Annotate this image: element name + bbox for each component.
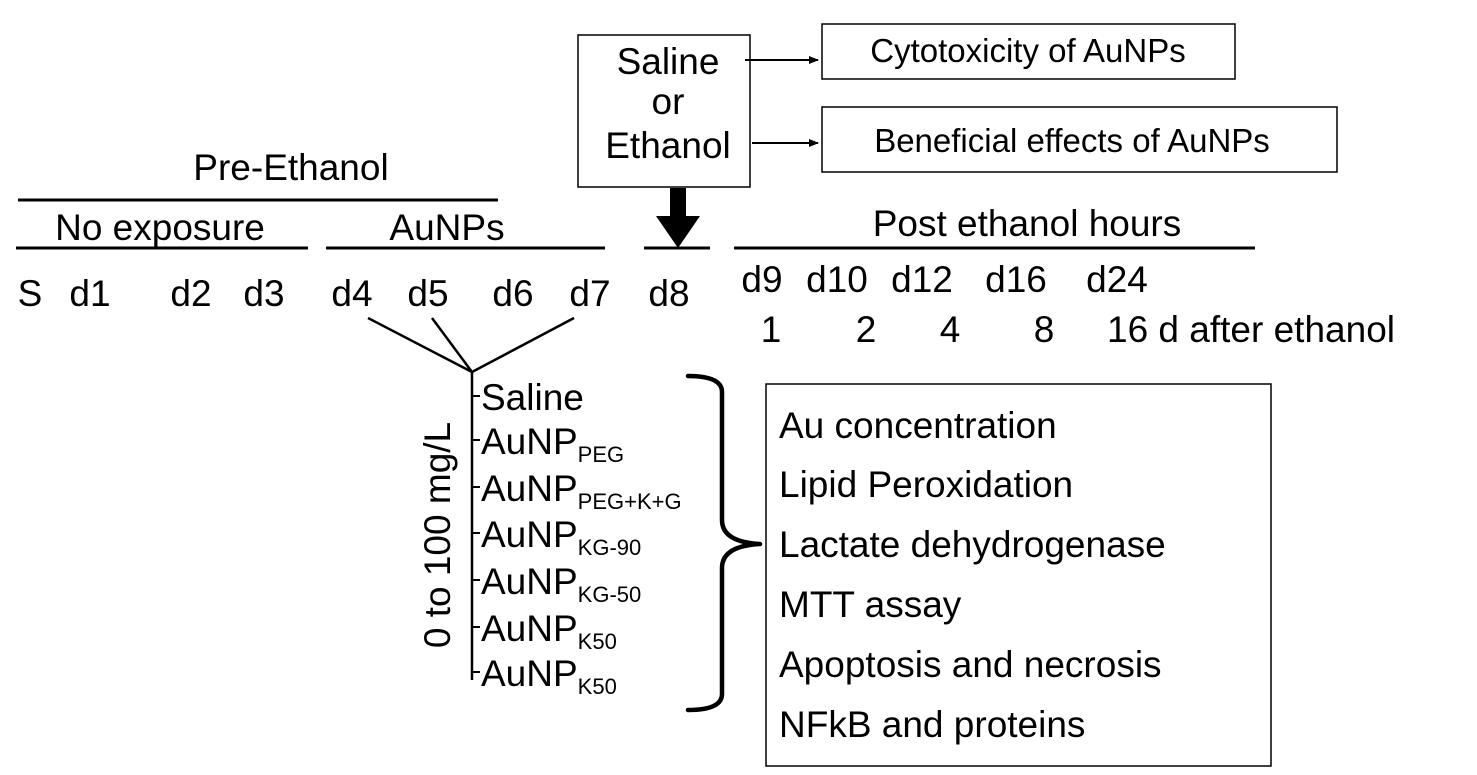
treatment-aunp-k50-b: AuNPK50 bbox=[481, 653, 617, 699]
beneficial-text: Beneficial effects of AuNPs bbox=[874, 122, 1270, 159]
ethanol-down-arrow-shaft bbox=[670, 188, 686, 218]
day-d24: d24 bbox=[1086, 259, 1148, 300]
cytotoxicity-box bbox=[821, 23, 1236, 80]
assay-item: Lactate dehydrogenase bbox=[779, 524, 1166, 565]
treatment-aunp-kg-90: AuNPKG-90 bbox=[481, 514, 641, 560]
aunps-header: AuNPs bbox=[389, 207, 504, 248]
assay-item: Lipid Peroxidation bbox=[779, 464, 1073, 505]
day-d7: d7 bbox=[569, 273, 610, 314]
day-d10: d10 bbox=[806, 259, 868, 300]
treatment-ethanol-text: Ethanol bbox=[605, 125, 731, 166]
cytotoxicity-text: Cytotoxicity of AuNPs bbox=[870, 32, 1185, 69]
assay-item: Apoptosis and necrosis bbox=[779, 644, 1162, 685]
treatment-box bbox=[577, 34, 751, 188]
treatment-aunp-kg-50: AuNPKG-50 bbox=[481, 561, 641, 607]
day-d3: d3 bbox=[243, 273, 284, 314]
day-d16: d16 bbox=[985, 259, 1047, 300]
day-d4: d4 bbox=[331, 273, 372, 314]
day-s: S bbox=[18, 273, 43, 314]
link-d4 bbox=[367, 316, 473, 374]
treatment-saline: Saline bbox=[481, 377, 584, 418]
post-count-4: 4 bbox=[940, 309, 961, 350]
post-count-1: 1 bbox=[761, 309, 782, 350]
no-exposure-header: No exposure bbox=[55, 207, 265, 248]
dose-label: 0 to 100 mg/L bbox=[417, 422, 458, 648]
day-d9: d9 bbox=[741, 259, 782, 300]
treatment-or-text: or bbox=[652, 81, 685, 122]
link-d7 bbox=[471, 316, 575, 374]
treatment-saline-text: Saline bbox=[617, 41, 720, 82]
assay-item: Au concentration bbox=[779, 405, 1057, 446]
treatment-aunp-peg: AuNPPEG bbox=[481, 421, 624, 467]
beneficial-box bbox=[821, 106, 1338, 173]
assay-item: NFkB and proteins bbox=[779, 704, 1085, 745]
day-d5: d5 bbox=[407, 273, 448, 314]
assay-brace bbox=[685, 373, 763, 713]
link-d5 bbox=[430, 317, 474, 373]
post-count-16: 16 d after ethanol bbox=[1107, 309, 1395, 350]
assay-box bbox=[765, 383, 1272, 767]
day-d2: d2 bbox=[170, 273, 211, 314]
ethanol-down-arrow-head bbox=[656, 216, 700, 248]
post-count-2: 2 bbox=[856, 309, 877, 350]
day-d12: d12 bbox=[891, 259, 953, 300]
pre-ethanol-header: Pre-Ethanol bbox=[193, 147, 388, 188]
treatment-aunp-peg-k-g: AuNPPEG+K+G bbox=[481, 468, 682, 514]
post-ethanol-header: Post ethanol hours bbox=[873, 203, 1182, 244]
day-d8: d8 bbox=[648, 273, 689, 314]
assay-item: MTT assay bbox=[779, 584, 962, 625]
day-d1: d1 bbox=[69, 273, 110, 314]
post-count-8: 8 bbox=[1034, 309, 1055, 350]
treatment-aunp-k50-a: AuNPK50 bbox=[481, 608, 617, 654]
day-d6: d6 bbox=[492, 273, 533, 314]
